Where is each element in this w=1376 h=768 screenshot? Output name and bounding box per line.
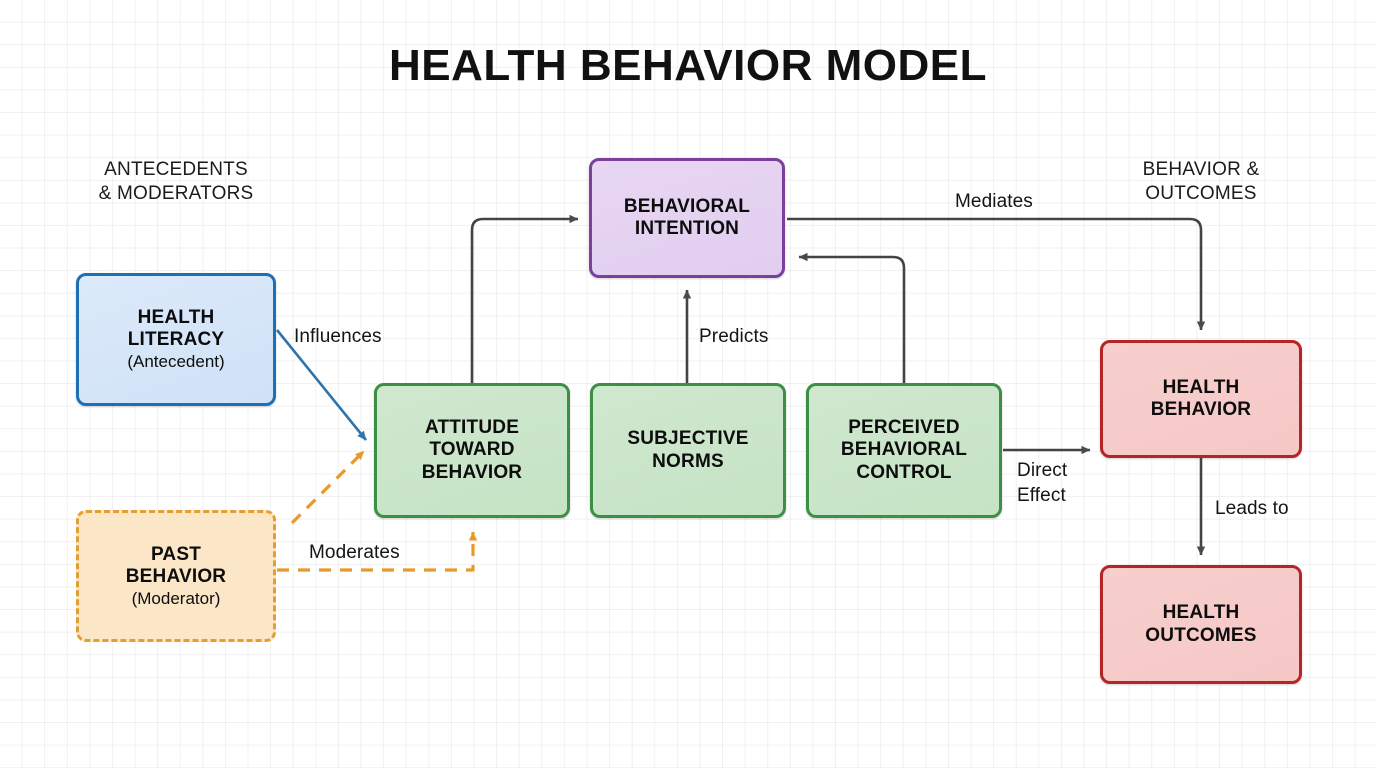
node-behavioral-intention[interactable]: BEHAVIORAL INTENTION [589,158,785,278]
edge-mediates [787,217,1206,331]
node-past-behavior[interactable]: PAST BEHAVIOR (Moderator) [76,510,276,642]
edge-label-direct-effect-line2: Effect [1017,485,1066,506]
node-past-behavior-line2: BEHAVIOR [125,565,227,587]
edge-moderates-diagonal [290,449,366,525]
node-perceived-control-line2: BEHAVIORAL [840,439,968,461]
edge-attitude-to-intention [470,214,579,383]
node-perceived-behavioral-control[interactable]: PERCEIVED BEHAVIORAL CONTROL [806,383,1002,518]
node-health-literacy-line1: HEALTH [137,307,215,329]
node-past-behavior-line1: PAST [150,543,202,565]
node-health-outcomes[interactable]: HEALTH OUTCOMES [1100,565,1302,684]
node-perceived-control-line1: PERCEIVED [848,417,960,439]
section-header-left-line1: ANTECEDENTS [104,159,248,180]
node-behavioral-intention-line1: BEHAVIORAL [623,195,751,217]
node-health-behavior-line2: BEHAVIOR [1150,399,1252,420]
node-subjective-norms[interactable]: SUBJECTIVE NORMS [590,383,786,518]
edge-label-predicts: Predicts [699,326,769,347]
edge-label-direct-effect: Direct Effect [1017,458,1107,508]
edge-label-direct-effect-line1: Direct [1017,460,1068,481]
node-health-literacy-line2: LITERACY [127,329,225,351]
node-subjective-norms-line2: NORMS [652,450,724,472]
node-health-literacy[interactable]: HEALTH LITERACY (Antecedent) [76,273,276,406]
node-health-behavior-line1: HEALTH [1162,376,1240,398]
node-attitude-toward-behavior[interactable]: ATTITUDE TOWARD BEHAVIOR [374,383,570,518]
section-header-right-line2: OUTCOMES [1145,183,1257,204]
edge-label-moderates: Moderates [309,542,400,563]
edge-label-leads-to: Leads to [1215,498,1289,519]
node-perceived-control-line3: CONTROL [856,461,952,483]
node-past-behavior-sub: (Moderator) [131,588,221,608]
node-health-outcomes-line1: HEALTH [1162,602,1240,624]
node-health-behavior[interactable]: HEALTH BEHAVIOR [1100,340,1302,458]
section-header-right-line1: BEHAVIOR & [1142,159,1260,180]
edge-control-to-intention [798,252,906,383]
page-title: HEALTH BEHAVIOR MODEL [389,41,987,90]
node-health-outcomes-line2: OUTCOMES [1145,624,1257,646]
edge-label-mediates: Mediates [955,191,1033,212]
node-behavioral-intention-line2: INTENTION [634,218,740,239]
node-health-literacy-sub: (Antecedent) [127,352,225,372]
section-header-left-line2: & MODERATORS [98,183,254,204]
section-header-right: BEHAVIOR & OUTCOMES [1085,158,1317,206]
edge-label-influences: Influences [294,326,382,347]
node-subjective-norms-line1: SUBJECTIVE [627,428,749,450]
node-attitude-line3: BEHAVIOR [421,461,523,483]
node-attitude-line2: TOWARD [429,439,515,461]
section-header-left: ANTECEDENTS & MODERATORS [60,158,292,206]
node-attitude-line1: ATTITUDE [424,417,520,439]
